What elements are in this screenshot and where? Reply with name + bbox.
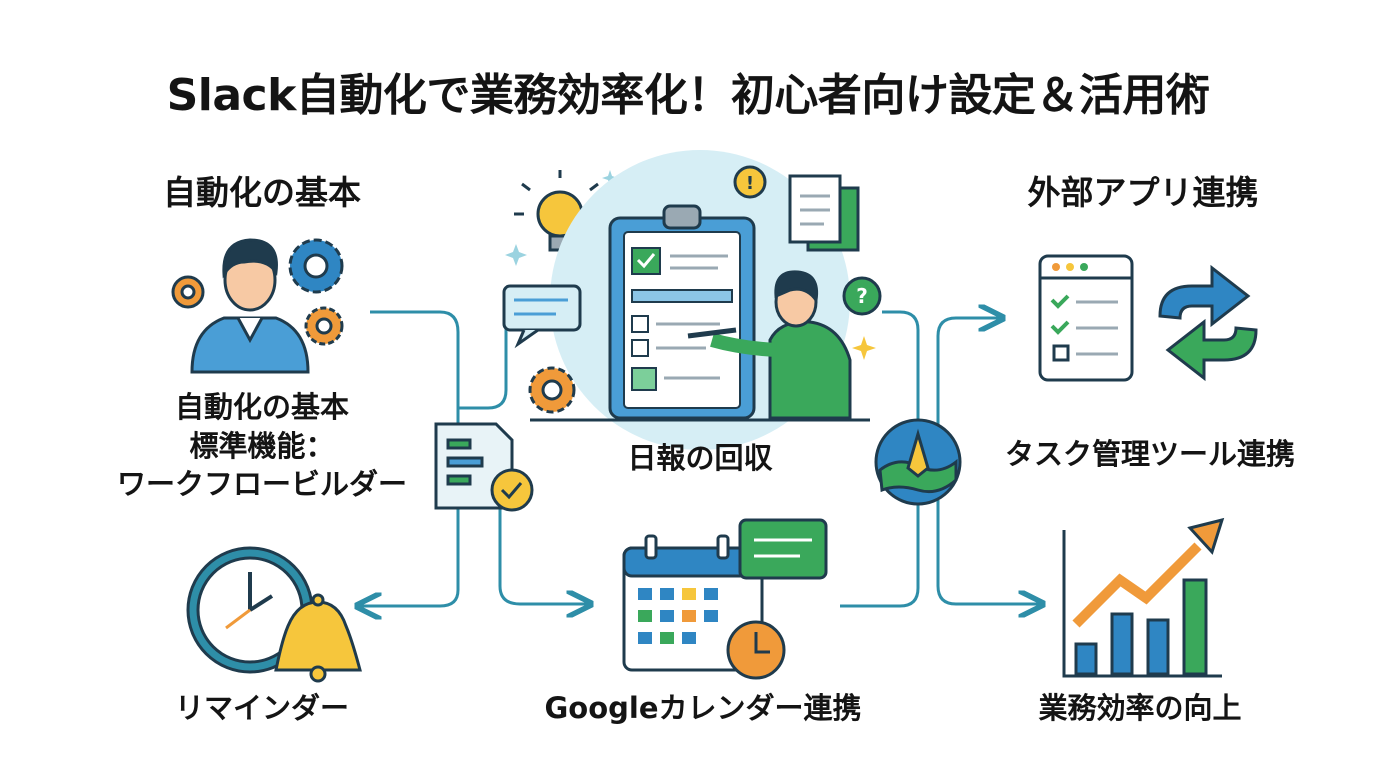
calendar-icon [622,518,828,680]
app-checklist-icon [1038,254,1134,382]
sync-arrows-icon [1158,264,1258,382]
basic-desc-line-1: 自動化の基本 [174,390,350,424]
svg-text:!: ! [746,173,754,194]
basic-desc-line-3: ワークフロービルダー [116,467,408,502]
person-with-gears-icon [171,238,344,374]
reminder-label: リマインダー [174,691,350,725]
workflow-document-icon [434,422,534,512]
page-title: Slack自動化で業務効率化！初心者向け設定＆活用術 [166,70,1210,121]
compass-globe-icon [874,418,962,506]
apps-heading: 外部アプリ連携 [1027,173,1259,212]
question-bubble-icon: ? [842,276,882,316]
sparkle-yellow-icon [852,336,876,360]
bell-icon [274,593,362,683]
task-tool-label: タスク管理ツール連携 [1004,437,1296,471]
sparkle-icon [505,170,618,266]
speech-bubble-icon [502,284,582,349]
efficiency-label: 業務効率の向上 [1038,691,1242,725]
gear-icon [528,366,576,414]
alert-bubble-icon: ! [733,165,767,199]
basic-heading: 自動化の基本 [163,173,361,212]
growth-chart-icon [1062,517,1225,678]
svg-text:?: ? [856,284,868,308]
report-collection-label: 日報の回収 [627,441,773,475]
google-calendar-label: Googleカレンダー連携 [544,691,862,725]
basic-desc-line-2: 標準機能： [189,428,335,463]
document-icon [788,174,860,252]
basic-description: 自動化の基本 標準機能： ワークフロービルダー [117,388,407,504]
person-writing-icon [687,270,852,420]
